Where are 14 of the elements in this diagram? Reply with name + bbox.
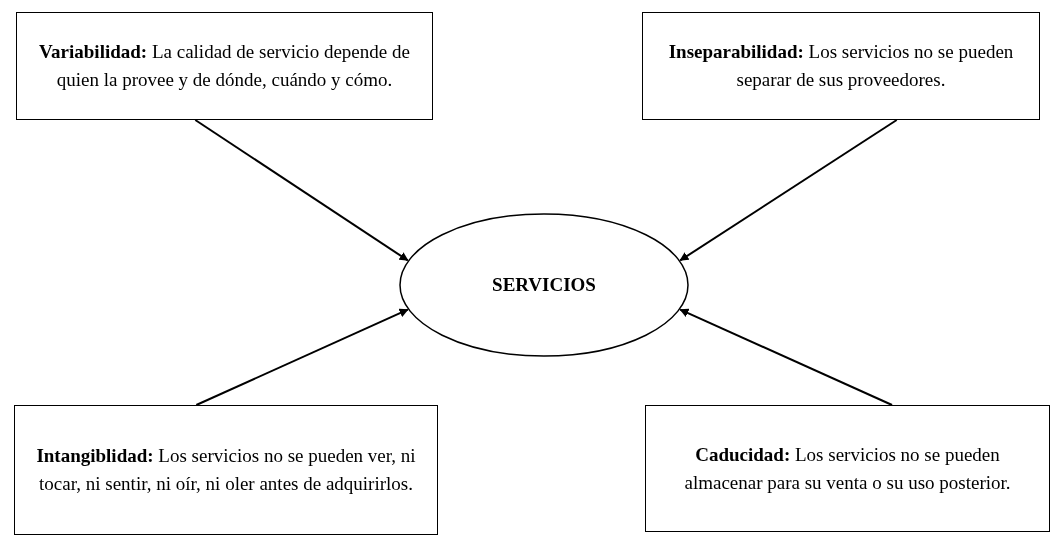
description-text: Variabilidad: La calidad de servicio depende de quien la provee y de dónde, cuándo y cómo. [38, 40, 411, 92]
node-title: SERVICIOS [492, 273, 596, 298]
arrow [679, 119, 898, 262]
text-box [16, 12, 433, 120]
description-text: Caducidad: Los servicios no se pueden almacenar para su venta o su uso posterior. [683, 442, 1012, 495]
text-box [645, 405, 1050, 532]
arrow [195, 308, 409, 406]
arrow [679, 308, 894, 406]
ellipse-node [399, 213, 689, 357]
arrow [194, 119, 409, 262]
description-text: Intangiblidad: Los servicios no se pueden ver, ni tocar, ni sentir, ni oír, ni oler antes de adquirirlos. [35, 444, 417, 496]
text-box [642, 12, 1040, 120]
text-box [14, 405, 438, 535]
description-text: Inseparabilidad: Los servicios no se pueden separar de sus proveedores. [667, 40, 1015, 92]
